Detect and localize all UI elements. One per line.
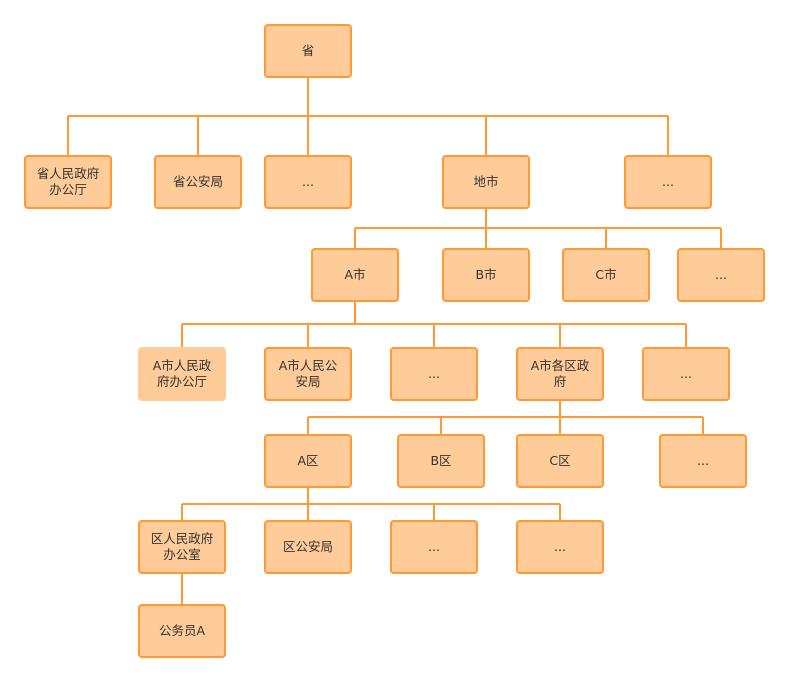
node-label: 公务员A	[158, 623, 206, 638]
node-district-b[interactable]: B区	[397, 434, 485, 488]
node-a-office[interactable]: A市人民政府办公厅	[138, 347, 226, 401]
node-prov-police[interactable]: 省公安局	[154, 155, 242, 209]
node-prov-office[interactable]: 省人民政府办公厅	[24, 155, 112, 209]
node-label: 省	[301, 43, 315, 58]
node-civil-servant[interactable]: 公务员A	[138, 604, 226, 658]
node-city-c[interactable]: C市	[562, 248, 650, 302]
node-d-police[interactable]: 区公安局	[264, 520, 352, 574]
node-district-more[interactable]: ...	[659, 434, 747, 488]
node-label: B市	[475, 267, 497, 282]
node-d-more[interactable]: ...	[390, 520, 478, 574]
node-label: ...	[715, 267, 727, 282]
connector	[181, 301, 687, 348]
node-label: ...	[662, 174, 674, 189]
node-prov-more2[interactable]: ...	[624, 155, 712, 209]
node-prefecture[interactable]: 地市	[442, 155, 530, 209]
node-city-b[interactable]: B市	[442, 248, 530, 302]
node-label: 省公安局	[172, 174, 223, 189]
node-label: C市	[595, 267, 617, 282]
node-label: 区人民政府办公室	[150, 531, 214, 562]
connector	[307, 400, 704, 435]
node-label: B区	[430, 453, 452, 468]
node-label: A市	[344, 267, 366, 282]
connector	[67, 77, 669, 156]
node-a-districts-gov[interactable]: A市各区政府	[516, 347, 604, 401]
node-district-c[interactable]: C区	[516, 434, 604, 488]
node-label: ...	[554, 539, 566, 554]
node-label: C区	[549, 453, 571, 468]
node-label: ...	[302, 174, 314, 189]
node-district-a[interactable]: A区	[264, 434, 352, 488]
node-label: A区	[297, 453, 319, 468]
node-label: 区公安局	[282, 539, 333, 554]
node-label: 省人民政府办公厅	[36, 166, 100, 197]
node-d-more2[interactable]: ...	[516, 520, 604, 574]
node-label: ...	[680, 366, 692, 381]
node-d-office[interactable]: 区人民政府办公室	[138, 520, 226, 574]
node-label: A市各区政府	[530, 358, 590, 389]
node-label: A市人民公安局	[278, 358, 338, 389]
node-label: ...	[428, 539, 440, 554]
node-a-more[interactable]: ...	[390, 347, 478, 401]
node-city-more[interactable]: ...	[677, 248, 765, 302]
connector	[181, 487, 561, 521]
node-a-more2[interactable]: ...	[642, 347, 730, 401]
node-label: ...	[697, 453, 709, 468]
node-a-police[interactable]: A市人民公安局	[264, 347, 352, 401]
node-label: 地市	[473, 174, 499, 189]
node-prov-more[interactable]: ...	[264, 155, 352, 209]
connector	[354, 208, 722, 249]
node-city-a[interactable]: A市	[311, 248, 399, 302]
node-province[interactable]: 省	[264, 24, 352, 78]
node-label: ...	[428, 366, 440, 381]
node-label: A市人民政府办公厅	[152, 358, 212, 389]
